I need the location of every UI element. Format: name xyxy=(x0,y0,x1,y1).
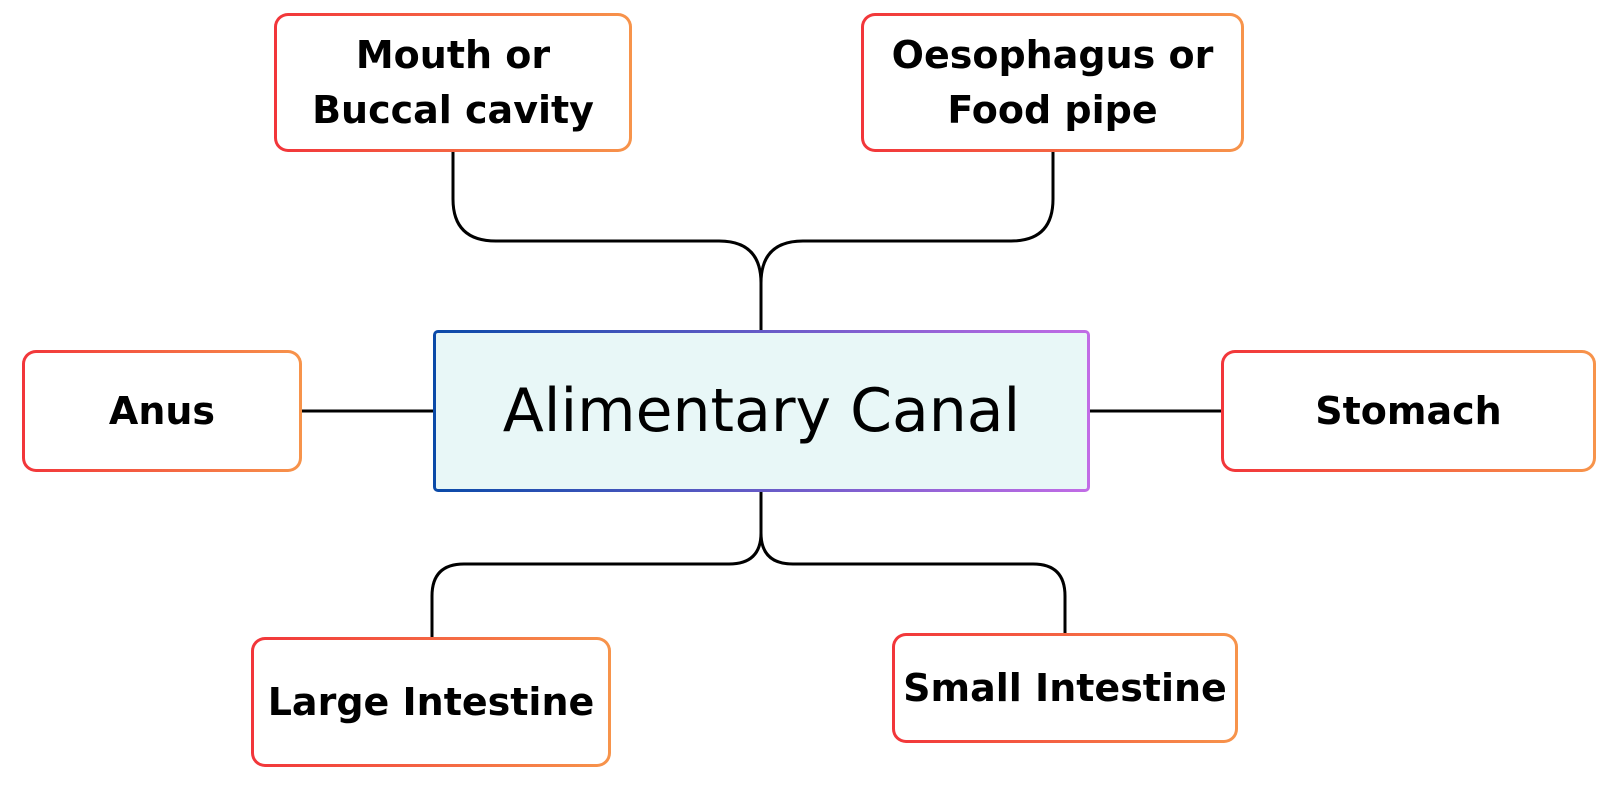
node-stomach: Stomach xyxy=(1221,350,1596,472)
node-large-intestine-label: Large Intestine xyxy=(267,679,595,724)
node-anus: Anus xyxy=(22,350,302,472)
center-node-alimentary-canal: Alimentary Canal xyxy=(433,330,1090,492)
node-stomach-label: Stomach xyxy=(1315,388,1502,433)
node-anus-label: Anus xyxy=(108,388,216,433)
node-mouth: Mouth or Buccal cavity xyxy=(274,13,632,152)
node-mouth-label: Mouth or Buccal cavity xyxy=(312,32,594,132)
center-node-label: Alimentary Canal xyxy=(502,376,1021,446)
connector-small-intestine xyxy=(759,531,1067,635)
node-oesophagus-label: Oesophagus or Food pipe xyxy=(891,32,1214,132)
connector-oesophagus xyxy=(759,150,1055,285)
connector-large-intestine xyxy=(430,490,763,639)
node-small-intestine: Small Intestine xyxy=(892,633,1238,743)
node-oesophagus: Oesophagus or Food pipe xyxy=(861,13,1244,152)
node-small-intestine-label: Small Intestine xyxy=(903,665,1227,710)
connector-mouth xyxy=(451,150,763,332)
node-large-intestine: Large Intestine xyxy=(251,637,611,767)
